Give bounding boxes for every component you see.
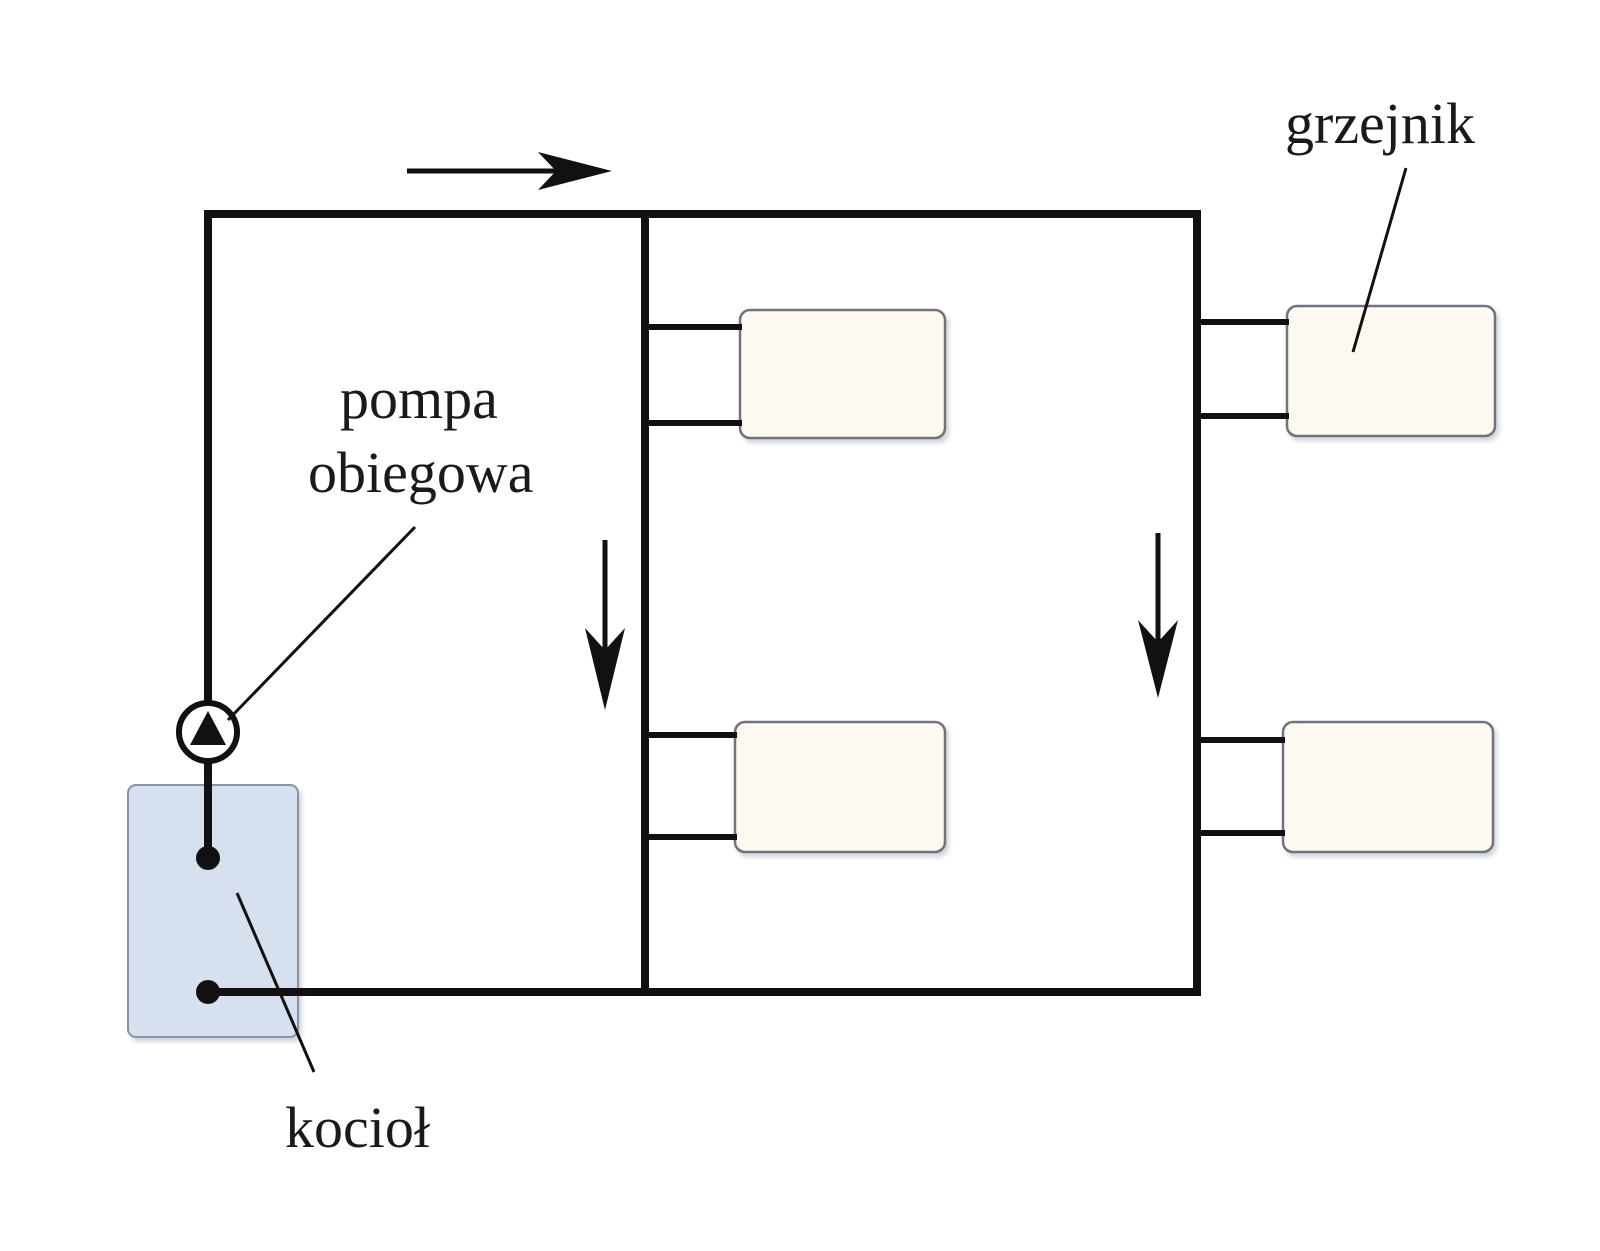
radiator-top-middle [738, 308, 947, 440]
pump-label-line2: obiegowa [308, 440, 534, 505]
radiator-top-right [1285, 304, 1497, 438]
boiler-label: kocioł [285, 1095, 430, 1160]
circulation-pump-icon [176, 700, 240, 764]
radiator-connectors [645, 319, 1289, 840]
flow-arrow-icon [1138, 533, 1178, 698]
boiler-inlet-dot [196, 980, 220, 1004]
supply-pipe [204, 210, 1201, 996]
flow-arrow-icon [585, 540, 625, 710]
pump-leader-line [226, 525, 417, 722]
boiler-leader-line [235, 892, 316, 1073]
radiator-label: grzejnik [1285, 91, 1475, 156]
radiator-leader-line [1351, 167, 1408, 353]
flow-arrow-icon [407, 152, 612, 190]
radiator-bottom-right [1281, 720, 1495, 854]
boiler-outlet-dot [196, 846, 220, 870]
radiator-bottom-middle [733, 720, 947, 854]
pump-label-line1: pompa [340, 366, 498, 431]
boiler [127, 784, 299, 1038]
